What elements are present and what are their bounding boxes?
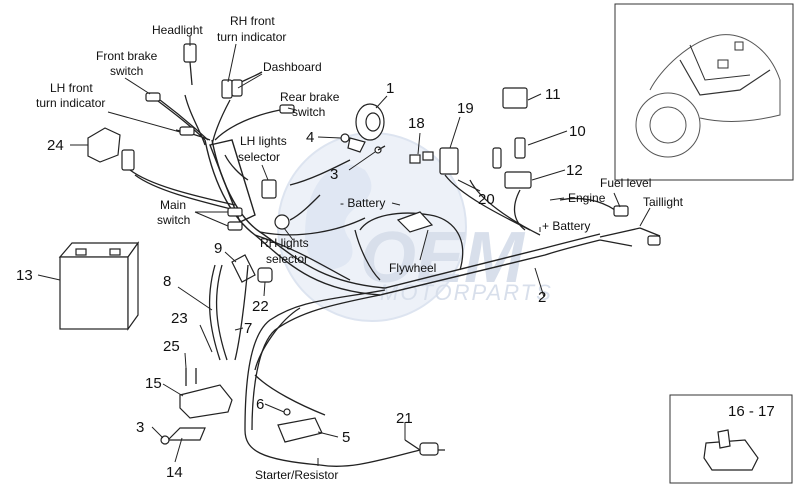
flywheel-connector bbox=[396, 211, 434, 233]
label-lh-lights-1: LH lights bbox=[240, 134, 287, 148]
battery-13 bbox=[58, 241, 140, 331]
rh-front-turn-connector bbox=[221, 79, 233, 99]
leader-lines bbox=[37, 36, 651, 466]
label-lh-lights-2: selector bbox=[238, 150, 280, 164]
part-number-3-top: 3 bbox=[330, 166, 338, 183]
label-engine: Engine bbox=[568, 191, 606, 205]
label-rh-front-turn-2: turn indicator bbox=[217, 30, 286, 44]
label-starter-resistor: Starter/Resistor bbox=[255, 468, 338, 482]
inset-16-17: 16 - 17 bbox=[669, 394, 793, 484]
label-battery-neg: - Battery bbox=[340, 196, 385, 210]
label-flywheel: Flywheel bbox=[389, 261, 436, 275]
cap-22 bbox=[257, 267, 273, 283]
part-number-25: 25 bbox=[163, 338, 180, 355]
part-number-7: 7 bbox=[244, 320, 252, 337]
label-front-brake-2: switch bbox=[110, 64, 143, 78]
main-harness bbox=[129, 61, 661, 467]
fuse-holder-19 bbox=[439, 147, 459, 175]
main-switch-connector-b bbox=[227, 221, 243, 231]
bracket-14 bbox=[166, 427, 206, 441]
headlight-connector bbox=[183, 43, 197, 63]
label-front-brake-1: Front brake bbox=[96, 49, 158, 63]
part-number-12: 12 bbox=[566, 162, 583, 179]
screw-part-3-top bbox=[374, 145, 386, 154]
inset-16-17-label: 16 - 17 bbox=[728, 403, 775, 420]
horn-part-1 bbox=[347, 103, 385, 153]
connector-21 bbox=[419, 442, 439, 456]
front-brake-connector bbox=[145, 92, 161, 102]
label-fuel-level: Fuel level bbox=[600, 176, 651, 190]
label-rh-lights-2: selector bbox=[266, 252, 308, 266]
label-rear-brake-1: Rear brake bbox=[280, 90, 340, 104]
part-number-15: 15 bbox=[145, 375, 162, 392]
regulator-5 bbox=[277, 417, 323, 443]
label-dashboard: Dashboard bbox=[263, 60, 322, 74]
part-number-23: 23 bbox=[171, 310, 188, 327]
cable-8 bbox=[208, 264, 228, 361]
part-number-11: 11 bbox=[545, 86, 561, 103]
part-number-8: 8 bbox=[163, 273, 171, 290]
part-number-19: 19 bbox=[457, 100, 474, 117]
part-number-3-bottom: 3 bbox=[136, 419, 144, 436]
part-numbers: 1 2 3 3 4 5 6 7 8 9 10 11 12 13 14 15 18… bbox=[16, 80, 586, 481]
dashboard-connector bbox=[231, 79, 243, 97]
label-taillight: Taillight bbox=[643, 195, 684, 209]
label-headlight: Headlight bbox=[152, 23, 203, 37]
fuse-10 bbox=[492, 137, 526, 169]
part-number-20: 20 bbox=[478, 191, 495, 208]
part-number-4: 4 bbox=[306, 129, 314, 146]
part-number-24: 24 bbox=[47, 137, 64, 154]
starter-relay-15 bbox=[179, 384, 233, 419]
lh-front-turn-connector bbox=[179, 126, 195, 136]
bike-overview-inset bbox=[614, 3, 794, 181]
part-number-9: 9 bbox=[214, 240, 222, 257]
label-rh-front-turn-1: RH front bbox=[230, 14, 275, 28]
label-lh-front-turn-2: turn indicator bbox=[36, 96, 105, 110]
fuses-18 bbox=[409, 151, 434, 164]
rh-lights-selector-connector bbox=[274, 214, 290, 230]
relay-24 bbox=[87, 127, 135, 171]
label-main-switch-1: Main bbox=[160, 198, 186, 212]
part-number-2: 2 bbox=[538, 289, 546, 306]
screw-part-4 bbox=[340, 133, 350, 143]
relay-11 bbox=[502, 87, 528, 109]
part-number-13: 13 bbox=[16, 267, 33, 284]
screw-6 bbox=[283, 408, 291, 416]
part-number-5: 5 bbox=[342, 429, 350, 446]
label-rear-brake-2: switch bbox=[292, 105, 325, 119]
label-battery-pos: + Battery bbox=[542, 219, 590, 233]
screws-25 bbox=[185, 368, 197, 386]
part-number-18: 18 bbox=[408, 115, 425, 132]
fuse-box-12 bbox=[504, 171, 532, 189]
part-number-1: 1 bbox=[386, 80, 394, 97]
part-number-6: 6 bbox=[256, 396, 264, 413]
main-switch-connector-a bbox=[227, 207, 243, 217]
fuse-holder-9 bbox=[231, 254, 256, 283]
labels: Headlight RH front turn indicator Front … bbox=[36, 14, 684, 482]
part-number-14: 14 bbox=[166, 464, 183, 481]
part-number-21: 21 bbox=[396, 410, 413, 427]
lh-lights-selector-connector bbox=[261, 179, 277, 199]
part-number-22: 22 bbox=[252, 298, 269, 315]
watermark-continent bbox=[305, 164, 372, 270]
label-main-switch-2: switch bbox=[157, 213, 190, 227]
label-rh-lights-1: RH lights bbox=[260, 236, 309, 250]
label-lh-front-turn-1: LH front bbox=[50, 81, 93, 95]
part-number-10: 10 bbox=[569, 123, 586, 140]
cable-7 bbox=[234, 264, 249, 361]
tail-connectors bbox=[613, 205, 661, 246]
watermark-letters: OEM bbox=[360, 218, 526, 298]
watermark-subtitle: MOTORPARTS bbox=[380, 280, 553, 305]
